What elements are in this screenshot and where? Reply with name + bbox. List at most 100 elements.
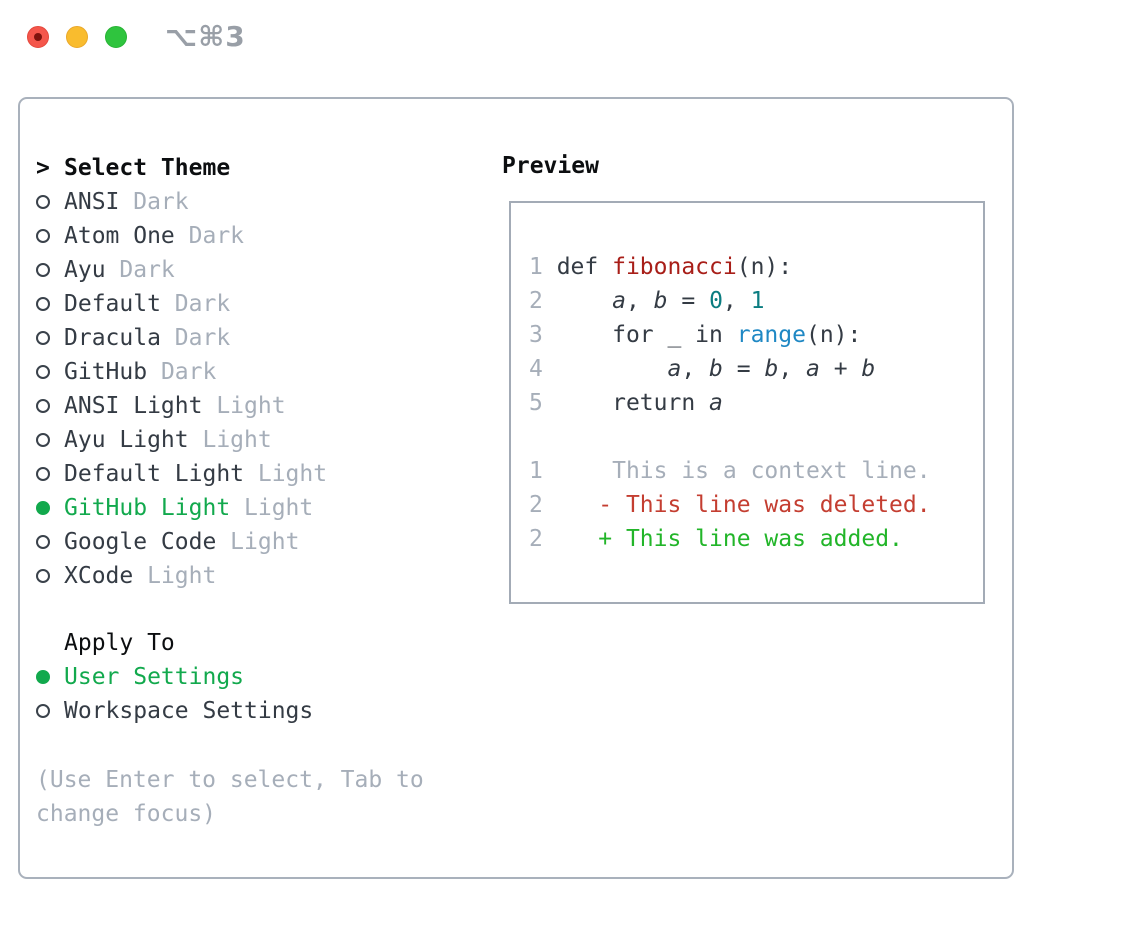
apply-to-title: Apply To — [64, 630, 175, 656]
radio-selected-icon — [36, 670, 50, 684]
code-token: + — [819, 356, 862, 382]
theme-option-ansi[interactable]: ANSI Dark — [36, 185, 327, 219]
code-token: (n): — [805, 322, 862, 348]
line-number: 2 — [529, 492, 557, 518]
code-token: a — [806, 356, 820, 382]
theme-option-label: Default — [64, 291, 161, 317]
code-token: fibonacci — [612, 254, 737, 280]
diff-text: This is a context line. — [556, 458, 931, 484]
theme-option-default-light[interactable]: Default Light Light — [36, 457, 327, 491]
apply-option-label: User Settings — [64, 664, 245, 690]
code-token: range — [736, 322, 806, 348]
code-token: return — [556, 390, 710, 416]
window-shortcut-label: ⌥⌘3 — [165, 20, 246, 53]
theme-option-label: Atom One — [64, 223, 175, 249]
line-number: 5 — [529, 390, 557, 416]
code-token: a — [612, 288, 626, 314]
theme-option-label: Default Light — [64, 461, 245, 487]
code-token: = — [722, 356, 765, 382]
theme-option-default[interactable]: Default Dark — [36, 287, 327, 321]
radio-icon — [36, 331, 50, 345]
code-token: def — [556, 254, 613, 280]
line-number: 1 — [529, 458, 557, 484]
hint-line: change focus) — [36, 801, 217, 827]
theme-option-ayu[interactable]: Ayu Dark — [36, 253, 327, 287]
theme-option-label: GitHub — [64, 359, 148, 385]
code-token: = — [667, 288, 710, 314]
theme-option-label: XCode — [64, 563, 134, 589]
zoom-button[interactable] — [105, 26, 127, 48]
radio-icon — [36, 569, 50, 583]
code-token: 0 — [709, 288, 723, 314]
line-number: 3 — [529, 322, 557, 348]
preview-title: Preview — [502, 153, 599, 179]
theme-variant-label: Light — [188, 427, 272, 453]
theme-variant-label: Dark — [174, 223, 245, 249]
apply-option-user-settings[interactable]: User Settings — [36, 660, 313, 694]
code-token: a — [709, 390, 723, 416]
theme-list-header-row: > Select Theme — [36, 151, 327, 185]
apply-option-label: Workspace Settings — [64, 698, 314, 724]
theme-option-ayu-light[interactable]: Ayu Light Light — [36, 423, 327, 457]
theme-option-ansi-light[interactable]: ANSI Light Light — [36, 389, 327, 423]
code-line: 2 a, b = 0, 1 — [529, 284, 983, 318]
theme-option-xcode[interactable]: XCode Light — [36, 559, 327, 593]
radio-icon — [36, 467, 50, 481]
diff-line-added: 2 + This line was added. — [529, 522, 983, 556]
theme-list-title: Select Theme — [64, 155, 231, 181]
line-number: 4 — [529, 356, 557, 382]
code-line: 1 def fibonacci(n): — [529, 250, 983, 284]
theme-option-atom-one[interactable]: Atom One Dark — [36, 219, 327, 253]
apply-option-workspace-settings[interactable]: Workspace Settings — [36, 694, 313, 728]
theme-option-dracula[interactable]: Dracula Dark — [36, 321, 327, 355]
radio-selected-icon — [36, 501, 50, 515]
diff-text: + This line was added. — [556, 526, 903, 552]
line-number: 1 — [529, 254, 557, 280]
radio-icon — [36, 229, 50, 243]
theme-option-google-code[interactable]: Google Code Light — [36, 525, 327, 559]
radio-icon — [36, 704, 50, 718]
blank-line — [529, 420, 983, 454]
close-button[interactable] — [27, 26, 49, 48]
prompt-icon: > — [36, 155, 50, 181]
theme-variant-label: Light — [133, 563, 217, 589]
hint-line: (Use Enter to select, Tab to — [36, 767, 424, 793]
diff-line-context: 1 This is a context line. — [529, 454, 983, 488]
radio-icon — [36, 433, 50, 447]
line-number: 2 — [529, 526, 557, 552]
theme-variant-label: Dark — [147, 359, 217, 385]
code-token: , — [681, 356, 710, 382]
theme-option-label: Ayu — [64, 257, 106, 283]
apply-to-header-row: Apply To — [36, 626, 313, 660]
theme-option-github-light[interactable]: GitHub Light Light — [36, 491, 327, 525]
radio-icon — [36, 399, 50, 413]
code-token: b — [709, 356, 723, 382]
keyboard-hint: (Use Enter to select, Tab to change focu… — [36, 763, 424, 831]
titlebar: ⌥⌘3 — [0, 0, 1140, 74]
code-token — [557, 356, 668, 382]
theme-variant-label: Light — [244, 461, 328, 487]
code-token: b — [861, 356, 876, 382]
code-token: , — [722, 288, 751, 314]
line-number: 2 — [529, 288, 557, 314]
minimize-button[interactable] — [66, 26, 88, 48]
code-line: 5 return a — [529, 386, 983, 420]
theme-variant-label: Dark — [119, 189, 189, 215]
radio-icon — [36, 365, 50, 379]
radio-icon — [36, 195, 50, 209]
code-token: , — [778, 356, 807, 382]
theme-option-label: Google Code — [64, 529, 217, 555]
theme-option-github[interactable]: GitHub Dark — [36, 355, 327, 389]
theme-option-label: ANSI — [64, 189, 120, 215]
code-token: 1 — [750, 288, 765, 314]
diff-text: - This line was deleted. — [556, 492, 931, 518]
radio-icon — [36, 535, 50, 549]
radio-icon — [36, 263, 50, 277]
code-line: 4 a, b = b, a + b — [529, 352, 983, 386]
code-line: 3 for _ in range(n): — [529, 318, 983, 352]
